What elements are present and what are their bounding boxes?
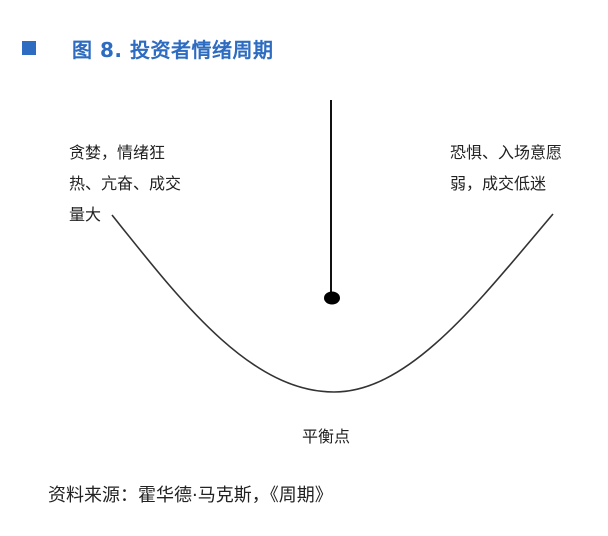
figure-title: 图 8. 投资者情绪周期 [72, 37, 274, 62]
greed-label-line-1: 贪婪，情绪狂 [69, 143, 166, 162]
greed-label-line-3: 量大 [69, 205, 102, 224]
fear-label-line-2: 弱，成交低迷 [450, 174, 547, 193]
fear-label-line-1: 恐惧、入场意愿 [450, 143, 563, 162]
source-note: 资料来源：霍华德·马克斯，《周期》 [48, 485, 333, 506]
fear-label: 恐惧、入场意愿 弱，成交低迷 [450, 137, 562, 199]
swing-curve [111, 213, 554, 393]
equilibrium-label: 平衡点 [302, 427, 351, 446]
greed-label: 贪婪，情绪狂 热、亢奋、成交 量大 [69, 137, 181, 230]
figure-title-row: 图 8. 投资者情绪周期 [22, 33, 273, 63]
title-marker-square [22, 41, 36, 55]
greed-label-line-2: 热、亢奋、成交 [69, 174, 182, 193]
pendulum-bob [324, 291, 340, 305]
